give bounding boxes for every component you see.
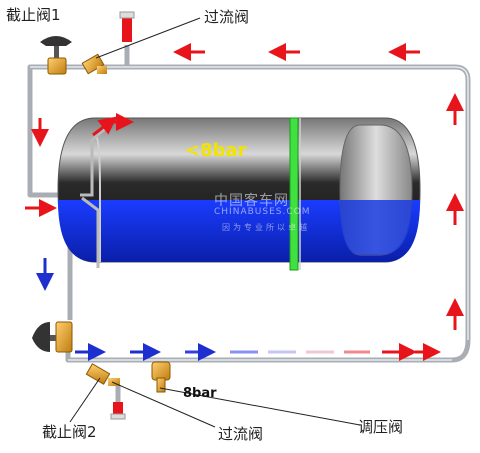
liquid-level [58, 200, 420, 262]
watermark-logo: 中国客车网 [214, 193, 289, 209]
label-overflow-valve-bottom: 过流阀 [218, 425, 264, 443]
regulator-pressure-label: 8bar [183, 386, 217, 401]
pressure-regulator-valve [151, 361, 171, 393]
label-shutoff-valve-1: 截止阀1 [6, 6, 61, 24]
vent-cap [119, 11, 135, 42]
overflow-valve-bottom [85, 363, 120, 386]
level-gauge-strip [289, 117, 299, 271]
label-pressure-regulator: 调压阀 [358, 418, 404, 436]
drain-cap [110, 402, 126, 420]
shutoff-valve-1 [40, 36, 72, 75]
leader-lines [69, 17, 361, 428]
flow-arrows-red [25, 43, 464, 330]
tank-pressure-label: <8bar [185, 140, 247, 161]
watermark-slogan: 因为专业所以卓越 [222, 223, 310, 232]
flow-arrows-bottom [36, 258, 441, 361]
label-shutoff-valve-2: 截止阀2 [42, 423, 97, 441]
tank [57, 117, 421, 271]
watermark-url: CHINABUSES.COM [214, 207, 311, 217]
overflow-valve-top [81, 53, 107, 75]
label-overflow-valve-top: 过流阀 [204, 8, 250, 26]
arrow-tube-1 [92, 116, 118, 137]
shutoff-valve-2 [32, 321, 73, 353]
